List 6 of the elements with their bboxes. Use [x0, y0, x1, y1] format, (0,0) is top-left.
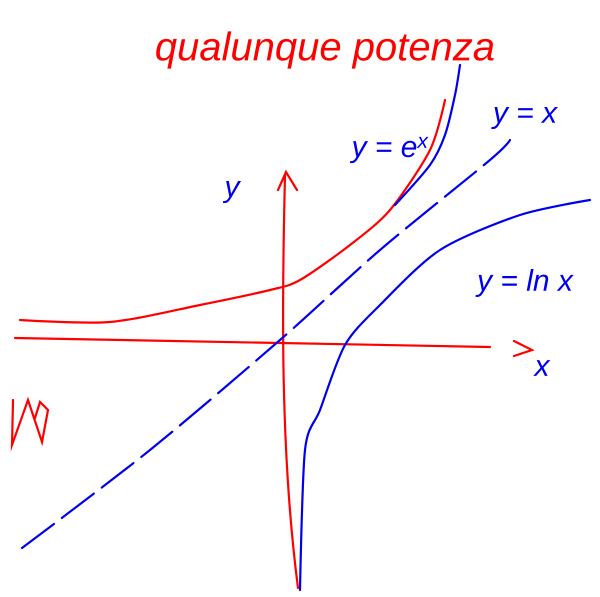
axis-label: y — [222, 180, 242, 204]
axis-label: y = ln x — [475, 269, 574, 297]
axis-label: x — [533, 360, 550, 376]
axis-label: y = x — [491, 106, 558, 130]
axis-label: y = e$^{x}$ — [350, 136, 429, 164]
title: qualunque potenza — [156, 31, 494, 69]
